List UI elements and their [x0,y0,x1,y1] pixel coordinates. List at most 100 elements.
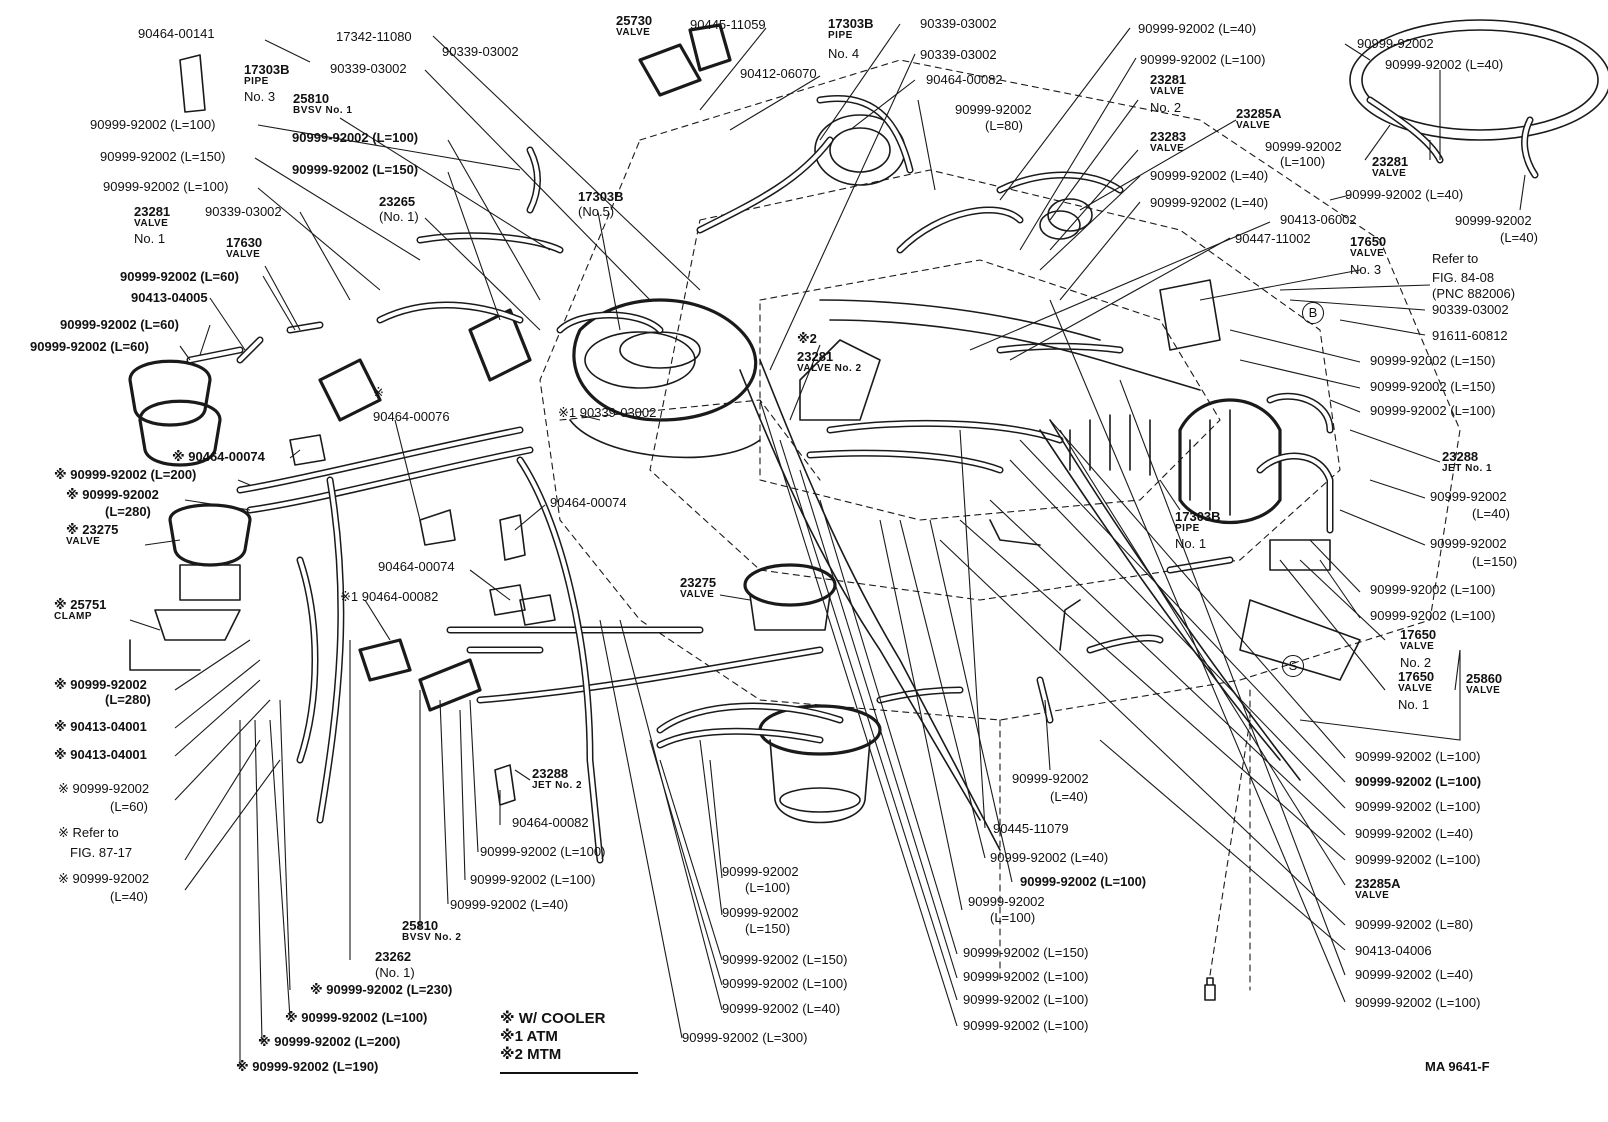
callout-text: (L=40) [1500,230,1538,245]
callout-label-l107: ※ 90999-92002 (L=200) [258,1035,400,1049]
callout-label-l42: 90999-92002 (L=40) [1345,188,1463,202]
callout-text: 90999-92002 (L=40) [1138,21,1257,36]
callout-text: (L=40) [1050,789,1088,804]
callout-text: 90999-92002 (L=100) [1370,403,1496,418]
callout-label-l96: ※1 90464-00082 [340,590,438,604]
callout-label-l14b: (No. 1) [379,210,419,224]
callout-label-l28b: (L=80) [985,119,1023,133]
callout-text: (No. 1) [379,209,419,224]
callout-label-l13: 90339-03002 [205,205,282,219]
callout-text: 90999-92002 (L=150) [100,149,226,164]
callout-label-l70: 90999-92002 [1012,772,1089,786]
callout-text: 23283 [1150,129,1187,144]
callout-label-l85b: (L=280) [105,505,151,519]
callout-text: No. 3 [244,89,276,104]
callout-label-l40: 90999-92002 [1265,140,1342,154]
callout-label-l50: 90999-92002 (L=100) [1370,404,1495,418]
callout-text: ※ 90413-04001 [54,719,147,734]
callout-label-l71: 90445-11079 [993,822,1069,836]
callout-text: No. 1 [134,231,166,246]
callout-label-l47: 91611-60812 [1432,329,1508,343]
callout-text: 25810 [293,91,330,106]
callout-text: 90339-03002 [1432,302,1509,317]
callout-text: 90339-03002 [442,44,519,59]
callout-subtext: JET No. 2 [532,780,583,791]
callout-label-l36: 90413-06002 [1280,213,1357,227]
callout-label-l37: 90447-11002 [1235,232,1311,246]
callout-text: (No. 1) [375,965,415,980]
callout-label-l40b: (L=100) [1280,155,1325,169]
callout-label-l105: ※ 90999-92002 (L=230) [310,983,452,997]
callout-label-l62: 90999-92002 (L=40) [1355,827,1473,841]
callout-text: 90999-92002 (L=40) [990,850,1109,865]
callout-text: 90999-92002 (L=40) [1355,826,1474,841]
callout-label-l34: 90999-92002 (L=40) [1150,169,1268,183]
hoses [186,95,1334,864]
callout-text: 90999-92002 (L=100) [1355,749,1481,764]
callout-label-l83: ※ 90464-00074 [172,450,265,464]
callout-label-l8: 90999-92002 (L=100) [292,131,418,145]
legend-w-cooler: ※ W/ COOLER [500,1010,606,1027]
callout-label-l93b: (L=40) [110,890,148,904]
callout-label-l82b: 90464-00076 [373,410,450,424]
callout-label-l91b: (L=60) [110,800,148,814]
callout-text: 17303B [1175,509,1221,524]
callout-label-l88: ※ 90999-92002 [54,678,147,692]
callout-text: 90999-92002 (L=100) [103,179,229,194]
callout-label-l111: 90999-92002 (L=150) [722,953,847,967]
callout-label-l3: 17342-11080 [336,30,412,44]
callout-text: 23262 [375,949,412,964]
callout-text: 90999-92002 (L=40) [1385,57,1504,72]
callout-text: ※ Refer to [58,825,119,840]
callout-text: 90339-03002 [205,204,282,219]
callout-text: ※ [373,385,384,400]
callout-subtext: VALVE [134,218,169,229]
callout-text: (L=150) [1472,554,1518,569]
callout-label-l45b: FIG. 84-08 [1432,271,1494,285]
callout-label-l76: 90999-92002 (L=100) [963,970,1088,984]
callout-label-l85: ※ 90999-92002 [66,488,159,502]
callout-subtext: VALVE [1400,641,1435,652]
callout-label-l100: 90999-92002 (L=100) [480,845,605,859]
callout-text: 90999-92002 (L=100) [480,844,606,859]
legend: ※ W/ COOLER ※1 ATM ※2 MTM [500,1010,605,1064]
callout-text: 90999-92002 (L=150) [722,952,848,967]
callout-text: 23285A [1355,876,1401,891]
callout-label-l68: 90999-92002 (L=100) [1355,996,1480,1010]
callout-text: 90445-11059 [690,17,766,32]
callout-label-l110: 90999-92002 [722,906,799,920]
callout-text: 90445-11079 [993,821,1069,836]
callout-text: (L=60) [110,799,148,814]
callout-label-l95: 90464-00074 [378,560,455,574]
callout-text: 17342-11080 [336,29,412,44]
callout-text: 90999-92002 [968,894,1045,909]
callout-text: 90999-92002 (L=60) [120,269,239,284]
callout-text: 23275 [680,575,717,590]
callout-text: 90999-92002 (L=60) [30,339,149,354]
callout-subtext: JET No. 1 [1442,463,1493,474]
callout-label-l11: 90999-92002 (L=100) [103,180,228,194]
callout-text: 90999-92002 (L=40) [1355,967,1474,982]
callout-label-l69b: No. 1 [1175,537,1206,551]
callout-label-l15b: (No.5) [578,205,614,219]
callout-label-l65: 90999-92002 (L=80) [1355,918,1473,932]
callout-label-l57b: No. 1 [1398,698,1429,712]
callout-label-l12b: No. 1 [134,232,165,246]
callout-subtext: CLAMP [54,611,93,622]
callout-text: 23281 [1372,154,1409,169]
callout-label-l49: 90999-92002 (L=150) [1370,380,1495,394]
callout-label-l39: 90999-92002 (L=40) [1385,58,1503,72]
callout-label-l31b: No. 2 [1150,101,1181,115]
callout-text: ※2 [797,331,817,346]
callout-text: (L=100) [990,910,1036,925]
callout-label-l108: ※ 90999-92002 (L=190) [236,1060,378,1074]
callout-label-l7: 90999-92002 (L=100) [90,118,215,132]
callout-text: 90339-03002 [920,47,997,62]
callout-text: 17650 [1350,234,1387,249]
